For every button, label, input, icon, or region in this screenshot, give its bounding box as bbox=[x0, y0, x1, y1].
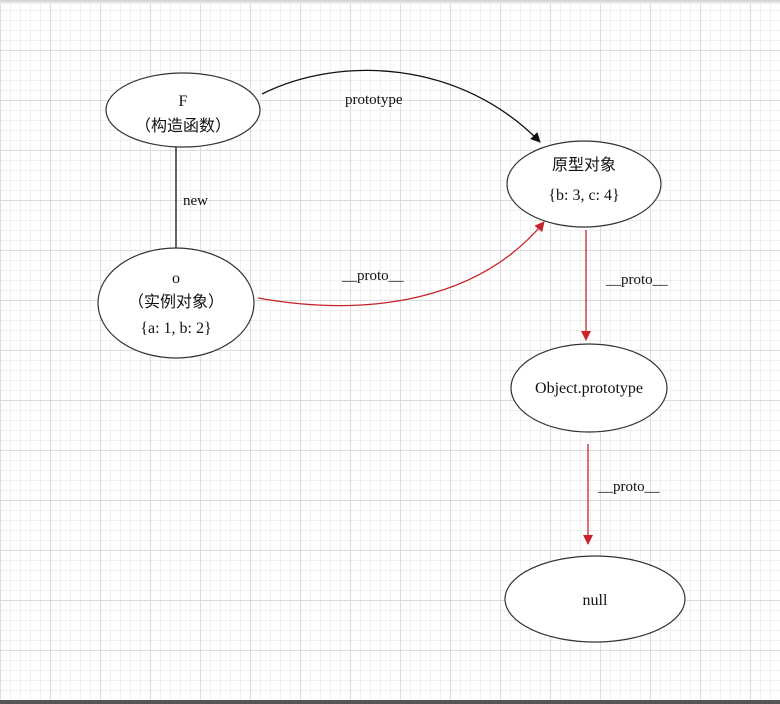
edge-label-prototype: prototype bbox=[345, 92, 403, 108]
node-constructor-f-desc: （构造函数） bbox=[135, 117, 231, 135]
edge-label-new: new bbox=[183, 193, 208, 209]
edge-proto-obj-proto: __proto__ bbox=[581, 230, 668, 341]
edge-new: new bbox=[171, 146, 208, 263]
node-prototype-object-value: {b: 3, c: 4} bbox=[548, 187, 619, 204]
node-instance-o: o （实例对象） {a: 1, b: 2} bbox=[97, 247, 255, 359]
node-instance-o-value: {a: 1, b: 2} bbox=[140, 320, 211, 337]
node-constructor-f: F （构造函数） bbox=[105, 72, 261, 148]
edge-prototype: prototype bbox=[261, 69, 541, 143]
node-object-prototype: Object.prototype bbox=[510, 343, 668, 433]
edge-label-proto-obj-proto: __proto__ bbox=[605, 272, 668, 288]
node-prototype-object-name: 原型对象 bbox=[552, 156, 616, 174]
node-object-prototype-name: Object.prototype bbox=[535, 380, 643, 397]
node-prototype-object: 原型对象 {b: 3, c: 4} bbox=[506, 140, 662, 228]
edge-label-o-proto: __proto__ bbox=[341, 268, 404, 284]
edge-label-object-prototype-proto: __proto__ bbox=[597, 479, 660, 495]
node-instance-o-desc: （实例对象） bbox=[128, 293, 224, 311]
window-bottom-edge bbox=[0, 700, 780, 704]
window-top-edge bbox=[0, 0, 780, 4]
edge-object-prototype-proto: __proto__ bbox=[583, 444, 660, 545]
node-instance-o-name: o bbox=[172, 270, 180, 287]
node-constructor-f-name: F bbox=[179, 93, 188, 110]
node-null: null bbox=[504, 555, 686, 643]
edge-o-proto: __proto__ bbox=[257, 221, 545, 307]
node-null-name: null bbox=[583, 592, 608, 609]
